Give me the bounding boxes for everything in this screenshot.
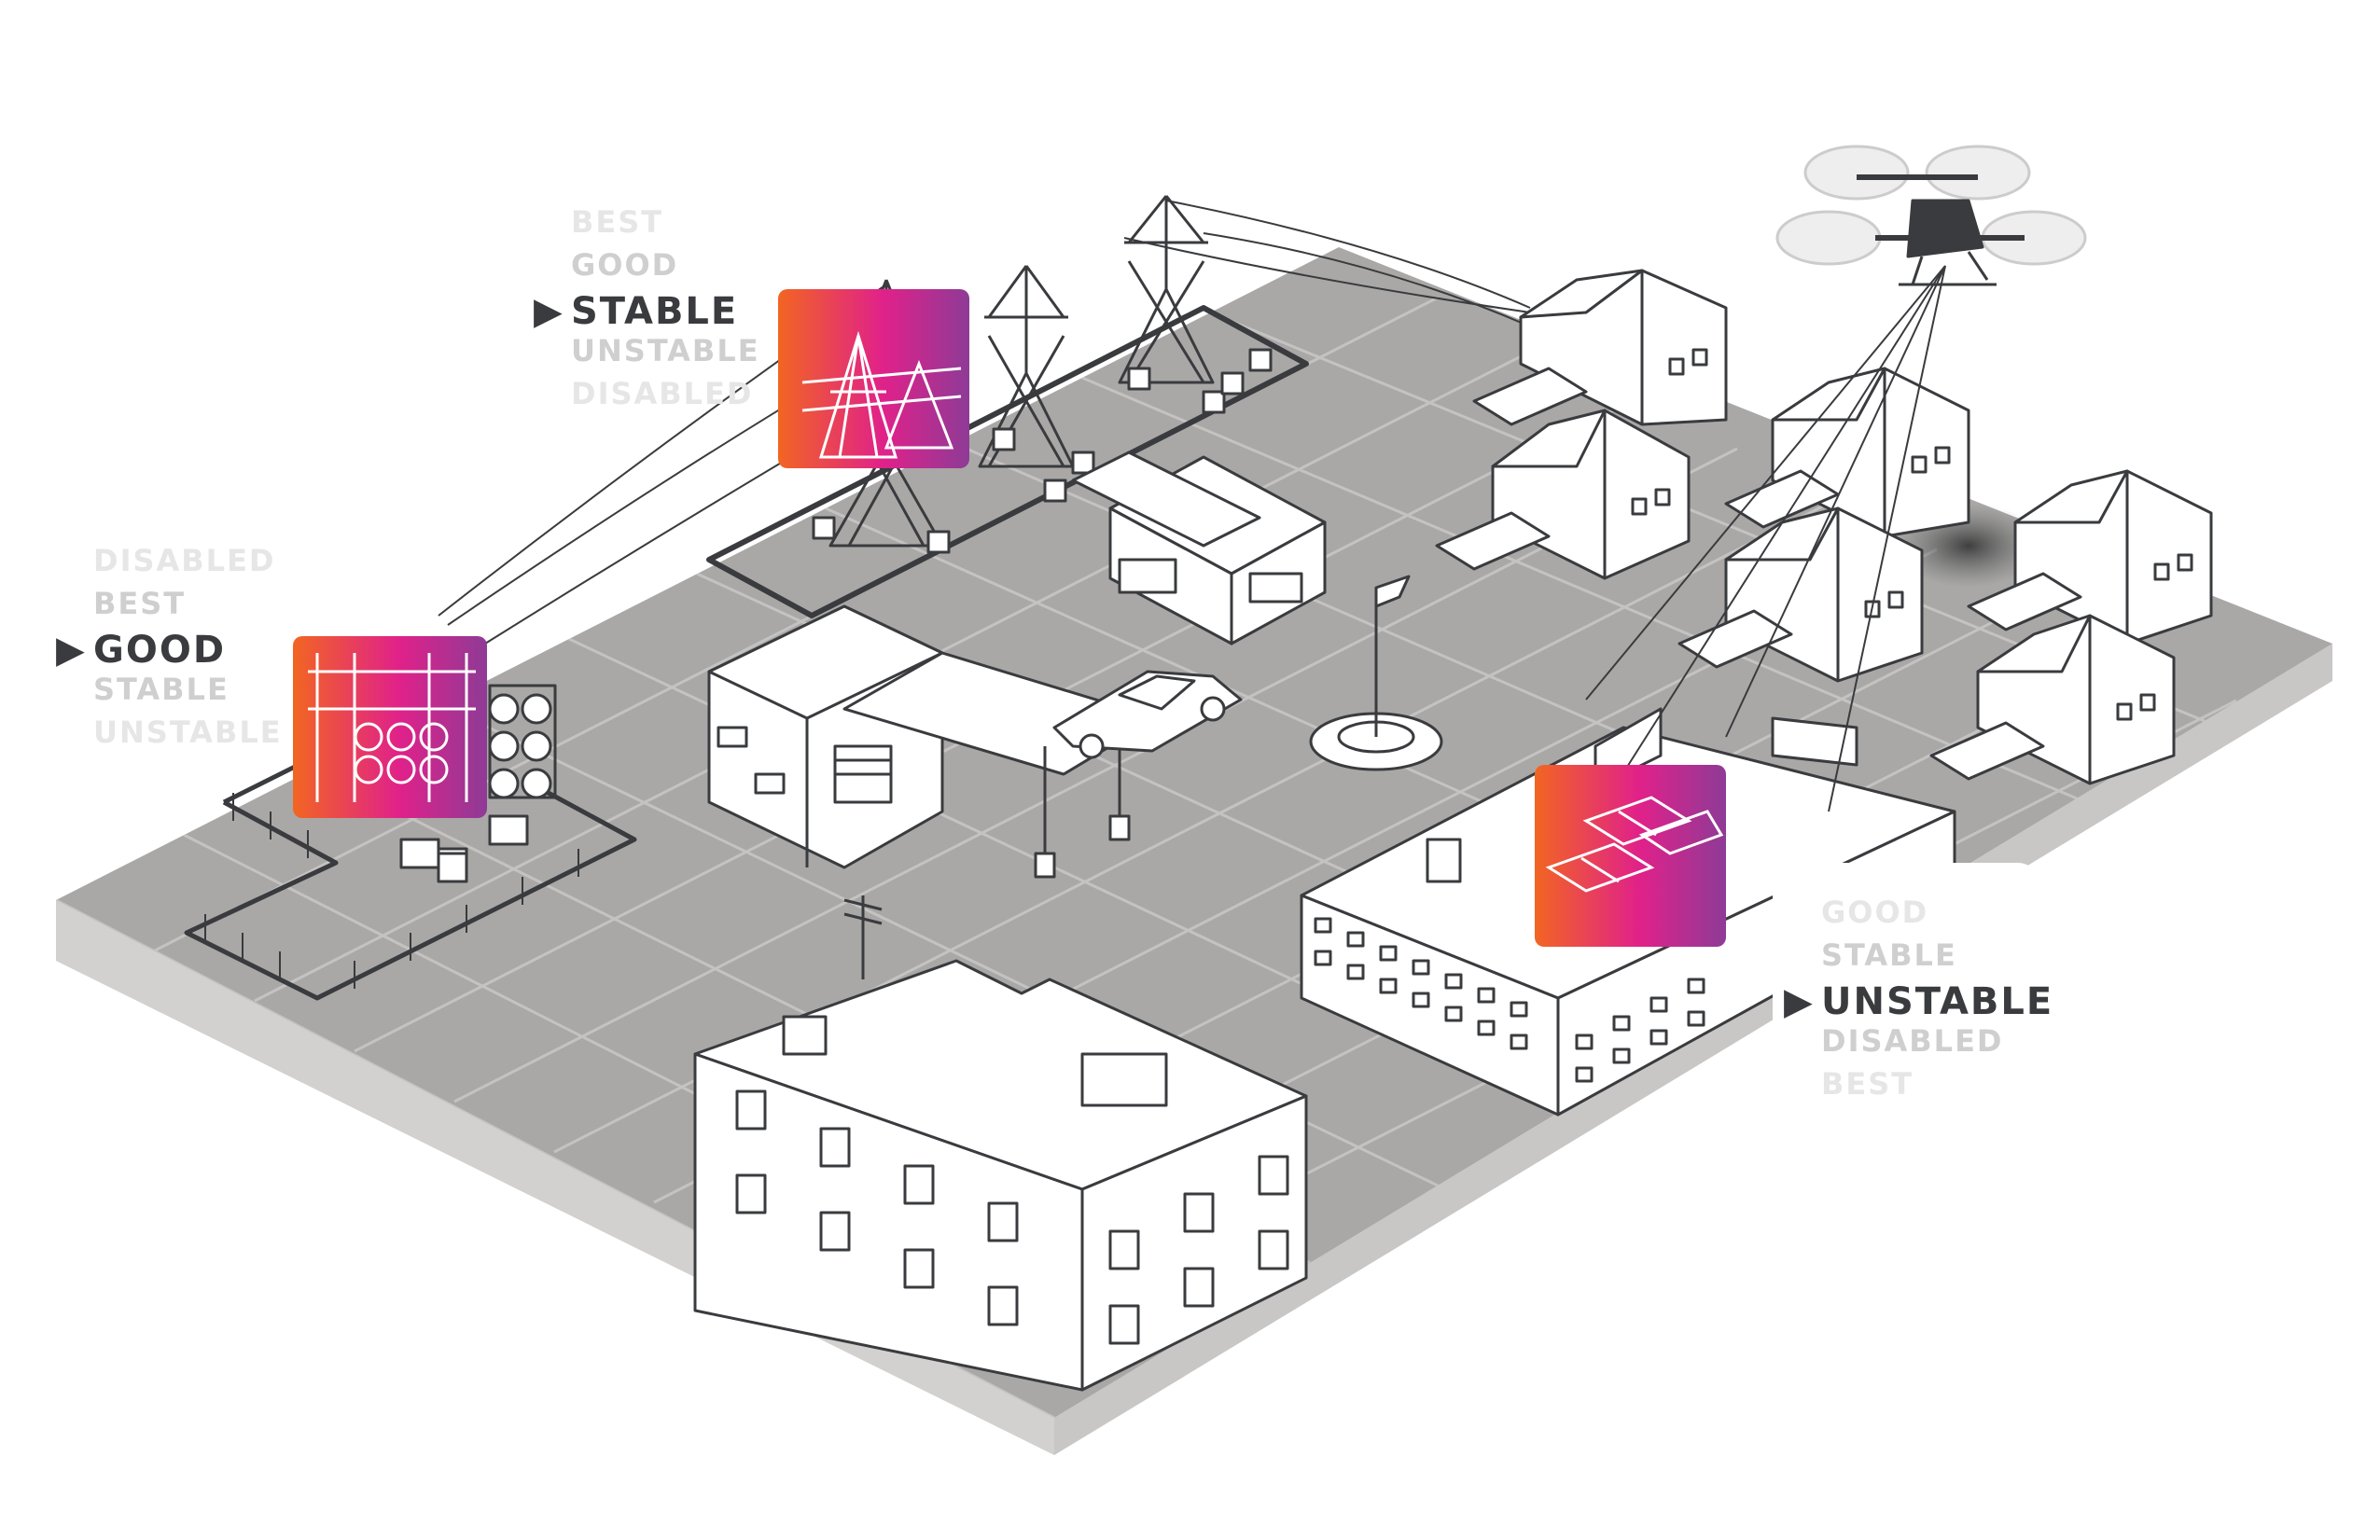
- solar-status-item: DISABLED: [1821, 1023, 2004, 1059]
- substation-tile[interactable]: [293, 636, 487, 818]
- drone-scan-beam: [1585, 265, 1946, 812]
- transmission-tower-icon: [801, 330, 962, 459]
- transmission-status-item: UNSTABLE: [571, 333, 760, 368]
- house-2: [1435, 409, 1691, 580]
- gas-station: [707, 604, 1159, 879]
- solar-status-active: ▶UNSTABLE: [1784, 980, 2054, 1023]
- solar-tile[interactable]: [1535, 765, 1726, 947]
- substation-status-item: STABLE: [93, 672, 230, 707]
- substation-status-item: DISABLED: [93, 543, 276, 578]
- substation-status-list: DISABLED BEST ▶GOOD STABLE UNSTABLE: [56, 546, 283, 760]
- transmission-status-item: BEST: [571, 204, 664, 240]
- transmission-corridor: [706, 305, 1309, 618]
- transmission-status-item: DISABLED: [571, 376, 754, 411]
- solar-status-list: GOOD STABLE ▶UNSTABLE DISABLED BEST: [1784, 897, 2053, 1112]
- drone-icon: [1775, 145, 2087, 286]
- apartment-windows: [735, 1089, 1289, 1345]
- substation-status-item: BEST: [93, 586, 187, 621]
- substation-fence-posts: [204, 793, 579, 989]
- solar-status-item: GOOD: [1821, 895, 1929, 930]
- flagpole-fountain: [1309, 575, 1443, 771]
- house-1: [1472, 269, 1728, 426]
- transmission-status-list: BEST GOOD ▶STABLE UNSTABLE DISABLED: [534, 207, 760, 422]
- solar-status-item: BEST: [1821, 1066, 1914, 1102]
- office-windows: [1314, 917, 1705, 1083]
- transmission-tile[interactable]: [778, 289, 969, 468]
- data-center: [1071, 451, 1327, 645]
- transmission-tower-3: [1118, 195, 1215, 384]
- substation-insulators-icon: [308, 653, 476, 802]
- solar-panels-icon: [1545, 796, 1724, 893]
- solar-status-callout-bg: [1773, 863, 2039, 1105]
- transmission-status-item: GOOD: [571, 247, 679, 283]
- house-4: [1677, 506, 1924, 683]
- house-5: [1967, 469, 2213, 645]
- tower-footings: [812, 348, 1273, 554]
- substation-status-item: UNSTABLE: [93, 715, 283, 750]
- car: [1052, 670, 1243, 759]
- solar-status-item: STABLE: [1821, 937, 1957, 973]
- transmission-status-active: ▶STABLE: [534, 290, 739, 333]
- substation-status-active: ▶GOOD: [56, 629, 227, 672]
- house-6: [1929, 614, 2176, 785]
